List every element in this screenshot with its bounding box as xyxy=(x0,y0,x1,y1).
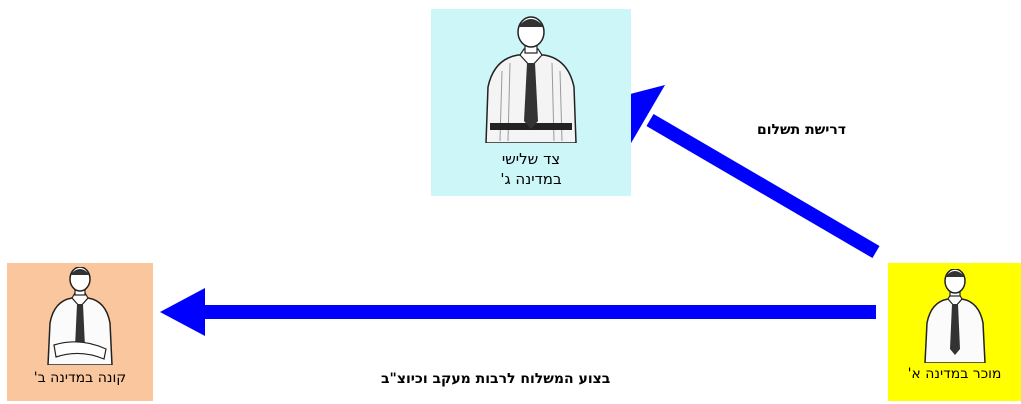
payment-request-label: דרישת תשלום xyxy=(757,122,847,138)
third-party-box: צד שלישי במדינה ג' xyxy=(431,9,631,196)
man-in-shirt-and-tie-icon xyxy=(485,16,577,143)
buyer-caption: קונה במדינה ב' xyxy=(33,370,127,386)
shipping-execution-label: בצוע המשלוח לרבות מעקב וכיוצ"ב xyxy=(381,371,611,387)
man-in-shirt-and-tie-icon xyxy=(923,269,986,363)
third-party-caption: צד שלישי במדינה ג' xyxy=(500,149,561,189)
third-party-caption-line1: צד שלישי xyxy=(501,150,561,168)
seller-caption: מוכר במדינה א' xyxy=(907,366,1002,382)
seller-box: מוכר במדינה א' xyxy=(888,263,1021,401)
buyer-box: קונה במדינה ב' xyxy=(7,263,153,401)
shipping-arrow xyxy=(160,288,876,336)
third-party-caption-line2: במדינה ג' xyxy=(500,170,562,188)
payment-arrow xyxy=(615,85,880,259)
man-in-shirt-and-tie-icon xyxy=(47,267,113,365)
